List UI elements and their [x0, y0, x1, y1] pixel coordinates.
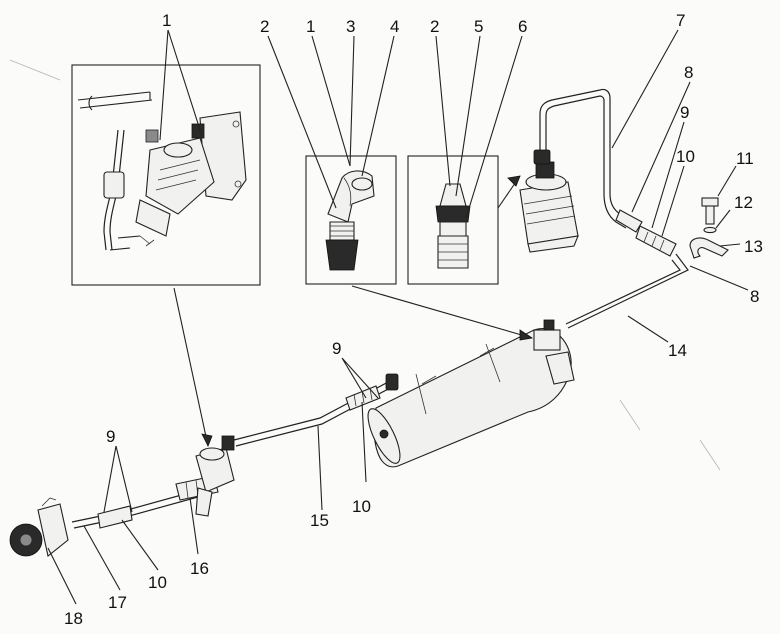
- callout-9-upper: 9: [680, 103, 689, 122]
- inset-valve-assembly: [71, 64, 261, 286]
- callout-13: 13: [744, 237, 763, 256]
- callout-17: 17: [108, 593, 127, 612]
- callout-5: 5: [474, 17, 483, 36]
- callout-7: 7: [676, 11, 685, 30]
- callout-2-left: 2: [260, 17, 269, 36]
- callout-1-top-left: 1: [162, 11, 171, 30]
- callout-18: 18: [64, 609, 83, 628]
- inset-straight-fitting: [407, 155, 499, 285]
- callout-12: 12: [734, 193, 753, 212]
- callout-14: 14: [668, 341, 687, 360]
- callout-1-mid: 1: [306, 17, 315, 36]
- callout-4: 4: [390, 17, 399, 36]
- callout-9-left: 9: [106, 427, 115, 446]
- callout-10-left: 10: [148, 573, 167, 592]
- brake-chamber: [519, 161, 579, 253]
- callout-16: 16: [190, 559, 209, 578]
- callout-8-upper: 8: [684, 63, 693, 82]
- callout-2-right: 2: [430, 17, 439, 36]
- callout-10-upper: 10: [676, 147, 695, 166]
- callout-9-center: 9: [332, 339, 341, 358]
- paper-marks: [9, 59, 721, 471]
- callout-15: 15: [310, 511, 329, 530]
- wheel-brake-end: [9, 497, 69, 557]
- inset-elbow-fitting: [305, 155, 397, 285]
- air-tank: [367, 319, 575, 468]
- callout-11: 11: [736, 149, 754, 168]
- callout-3: 3: [346, 17, 355, 36]
- callout-labels: 1 2 1 3 4 2 5 6 7 8 9 10 11 12 13 8 14 9…: [64, 11, 763, 628]
- clamp-and-bolt: [689, 197, 729, 259]
- leader-lines: [47, 29, 749, 605]
- callout-6: 6: [518, 17, 527, 36]
- callout-10-center: 10: [352, 497, 371, 516]
- junction-valve: [195, 435, 235, 517]
- callout-8-lower: 8: [750, 287, 759, 306]
